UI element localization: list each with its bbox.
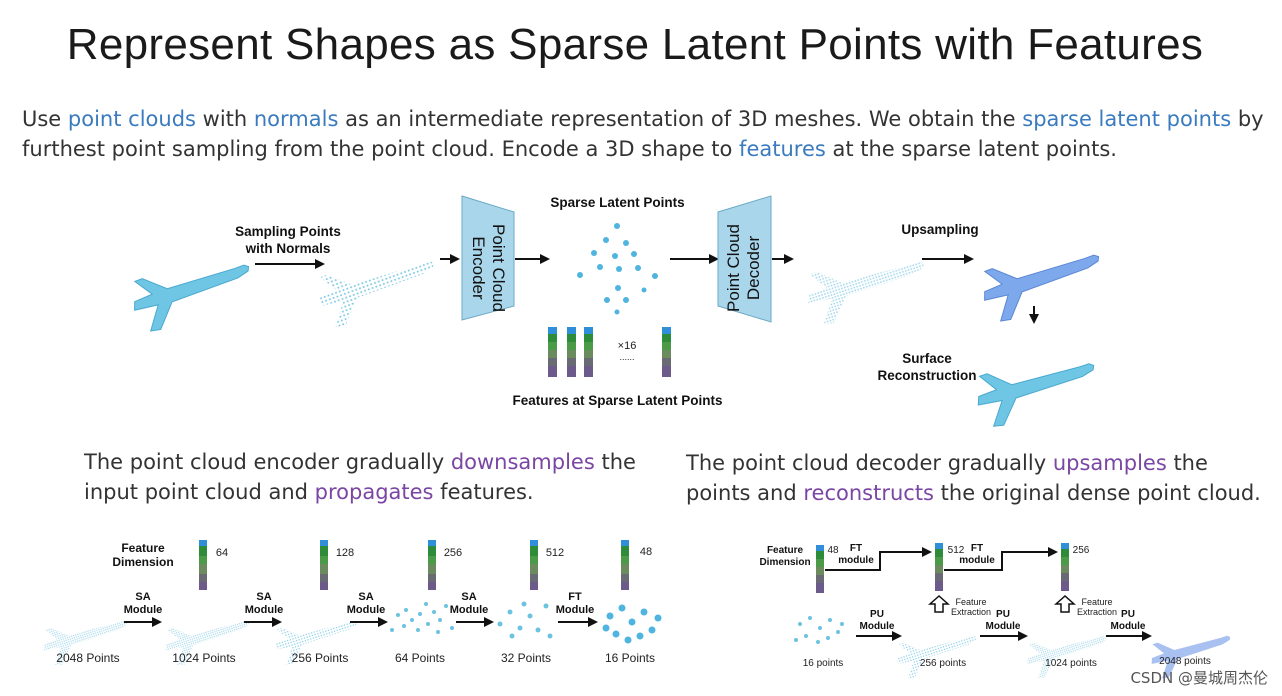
label-decoder: Point Cloud Decoder: [724, 224, 763, 312]
plane-mesh-input: [133, 264, 250, 332]
decoder-ft-module-1: FT module: [838, 543, 874, 566]
label-sampling-points: Sampling Points with Normals: [235, 224, 341, 256]
decoder-points-256: 256 points: [919, 658, 967, 669]
decoder-ft-module-2: FT module: [959, 543, 995, 566]
decoder-cloud-16: [794, 616, 844, 644]
intro-text-5: at the sparse latent points.: [825, 137, 1117, 161]
encoder-caption-text-1: The point cloud encoder gradually: [84, 450, 451, 474]
decoder-points-1024: 1024 points: [1045, 658, 1097, 669]
keyword-reconstructs: reconstructs: [803, 481, 934, 505]
encoder-module-5: FT Module: [555, 591, 595, 616]
intro-text-1: Use: [22, 107, 68, 131]
encoder-feature-dimension-label: Feature Dimension: [112, 541, 174, 569]
encoder-module-2: SA Module: [244, 591, 284, 616]
encoder-points-16: 16 Points: [604, 651, 656, 665]
keyword-downsamples: downsamples: [450, 450, 595, 474]
encoder-cloud-64: [390, 602, 454, 634]
decoder-feature-bars: [816, 543, 1069, 593]
decoder-pu-module-3: PU Module: [1110, 609, 1146, 632]
intro-text-4: by furthest point sampling from the poin…: [22, 107, 1264, 161]
decoder-dim-512: 512: [947, 545, 965, 556]
label-surface-reconstruction: Surface Reconstruction: [877, 351, 977, 383]
encoder-caption: The point cloud encoder gradually downsa…: [84, 447, 644, 507]
encoder-block: [461, 195, 515, 321]
intro-text-2: with: [195, 107, 254, 131]
label-ellipsis: ......: [619, 352, 635, 362]
encoder-dim-48: 48: [639, 546, 653, 558]
encoder-dim-256: 256: [443, 547, 463, 559]
decoder-dim-48: 48: [827, 545, 839, 556]
encoder-caption-text-3: features.: [433, 480, 534, 504]
plane-upsampled: [983, 254, 1100, 322]
label-upsampling: Upsampling: [901, 222, 979, 237]
plane-point-cloud: [319, 261, 434, 327]
decoder-pu-module-1: PU Module: [859, 609, 895, 632]
keyword-features: features: [739, 137, 826, 161]
encoder-points-256: 256 Points: [291, 651, 349, 665]
decoder-points-2048: 2048 points: [1159, 656, 1211, 667]
feature-bars-top: [548, 327, 671, 377]
keyword-propagates: propagates: [314, 480, 434, 504]
encoder-dim-128: 128: [335, 547, 355, 559]
label-multiplier: ×16: [617, 340, 637, 352]
decoder-ft-path-1: [825, 547, 932, 571]
encoder-caption-text-2: the input point cloud and: [84, 450, 636, 504]
decoder-pu-module-2: PU Module: [985, 609, 1021, 632]
encoder-module-3: SA Module: [346, 591, 386, 616]
encoder-cloud-1024: [166, 620, 250, 666]
page-title: Represent Shapes as Sparse Latent Points…: [66, 20, 1204, 69]
decoder-caption: The point cloud decoder gradually upsamp…: [686, 448, 1278, 508]
decoder-caption-text-3: the original dense point cloud.: [934, 481, 1261, 505]
encoder-cloud-256: [275, 620, 357, 665]
decoder-points-16: 16 points: [802, 658, 844, 669]
sparse-latent-points: [577, 223, 658, 315]
encoder-cloud-2048: [44, 620, 128, 666]
encoder-points-1024: 1024 Points: [172, 651, 236, 665]
keyword-sparse-latent-points: sparse latent points: [1022, 107, 1232, 131]
decoder-dim-256: 256: [1072, 545, 1090, 556]
encoder-points-64: 64 Points: [394, 651, 446, 665]
decoder-feature-dimension-label: Feature Dimension: [759, 545, 811, 568]
keyword-point-clouds: point clouds: [67, 107, 196, 131]
encoder-points-2048: 2048 Points: [56, 651, 120, 665]
label-encoder: Point Cloud Encoder: [469, 224, 508, 312]
decoder-cloud-1024: [1027, 635, 1107, 679]
intro-paragraph: Use point clouds with normals as an inte…: [22, 104, 1272, 164]
decoder-feature-extraction-2: Feature Extraction: [1076, 597, 1118, 617]
encoder-cloud-32: [497, 601, 553, 639]
plane-decoded-cloud: [808, 261, 924, 325]
encoder-feature-bars: [199, 540, 629, 590]
intro-text-3: as an intermediate representation of 3D …: [338, 107, 1023, 131]
encoder-module-1: SA Module: [123, 591, 163, 616]
feature-extraction-arrow-1: [928, 594, 950, 613]
encoder-cloud-16: [602, 604, 662, 644]
encoder-module-4: SA Module: [449, 591, 489, 616]
encoder-points-32: 32 Points: [500, 651, 552, 665]
label-sparse-latent-points: Sparse Latent Points: [550, 195, 685, 210]
decoder-ft-path-2: [944, 547, 1058, 571]
feature-extraction-arrow-2: [1054, 594, 1076, 613]
watermark: CSDN @曼城周杰伦: [1130, 669, 1268, 687]
encoder-dim-512: 512: [545, 547, 565, 559]
decoder-caption-text-2: the points and: [686, 451, 1208, 505]
encoder-dim-64: 64: [215, 547, 229, 559]
decoder-feature-extraction-1: Feature Extraction: [950, 597, 992, 617]
decoder-cloud-2048: [1151, 635, 1231, 679]
label-features-at-sparse-points: Features at Sparse Latent Points: [512, 393, 723, 408]
keyword-upsamples: upsamples: [1052, 451, 1167, 475]
decoder-caption-text-1: The point cloud decoder gradually: [686, 451, 1053, 475]
decoder-cloud-256: [897, 635, 977, 679]
plane-reconstructed: [977, 363, 1095, 427]
decoder-block: [717, 195, 772, 323]
keyword-normals: normals: [253, 107, 339, 131]
